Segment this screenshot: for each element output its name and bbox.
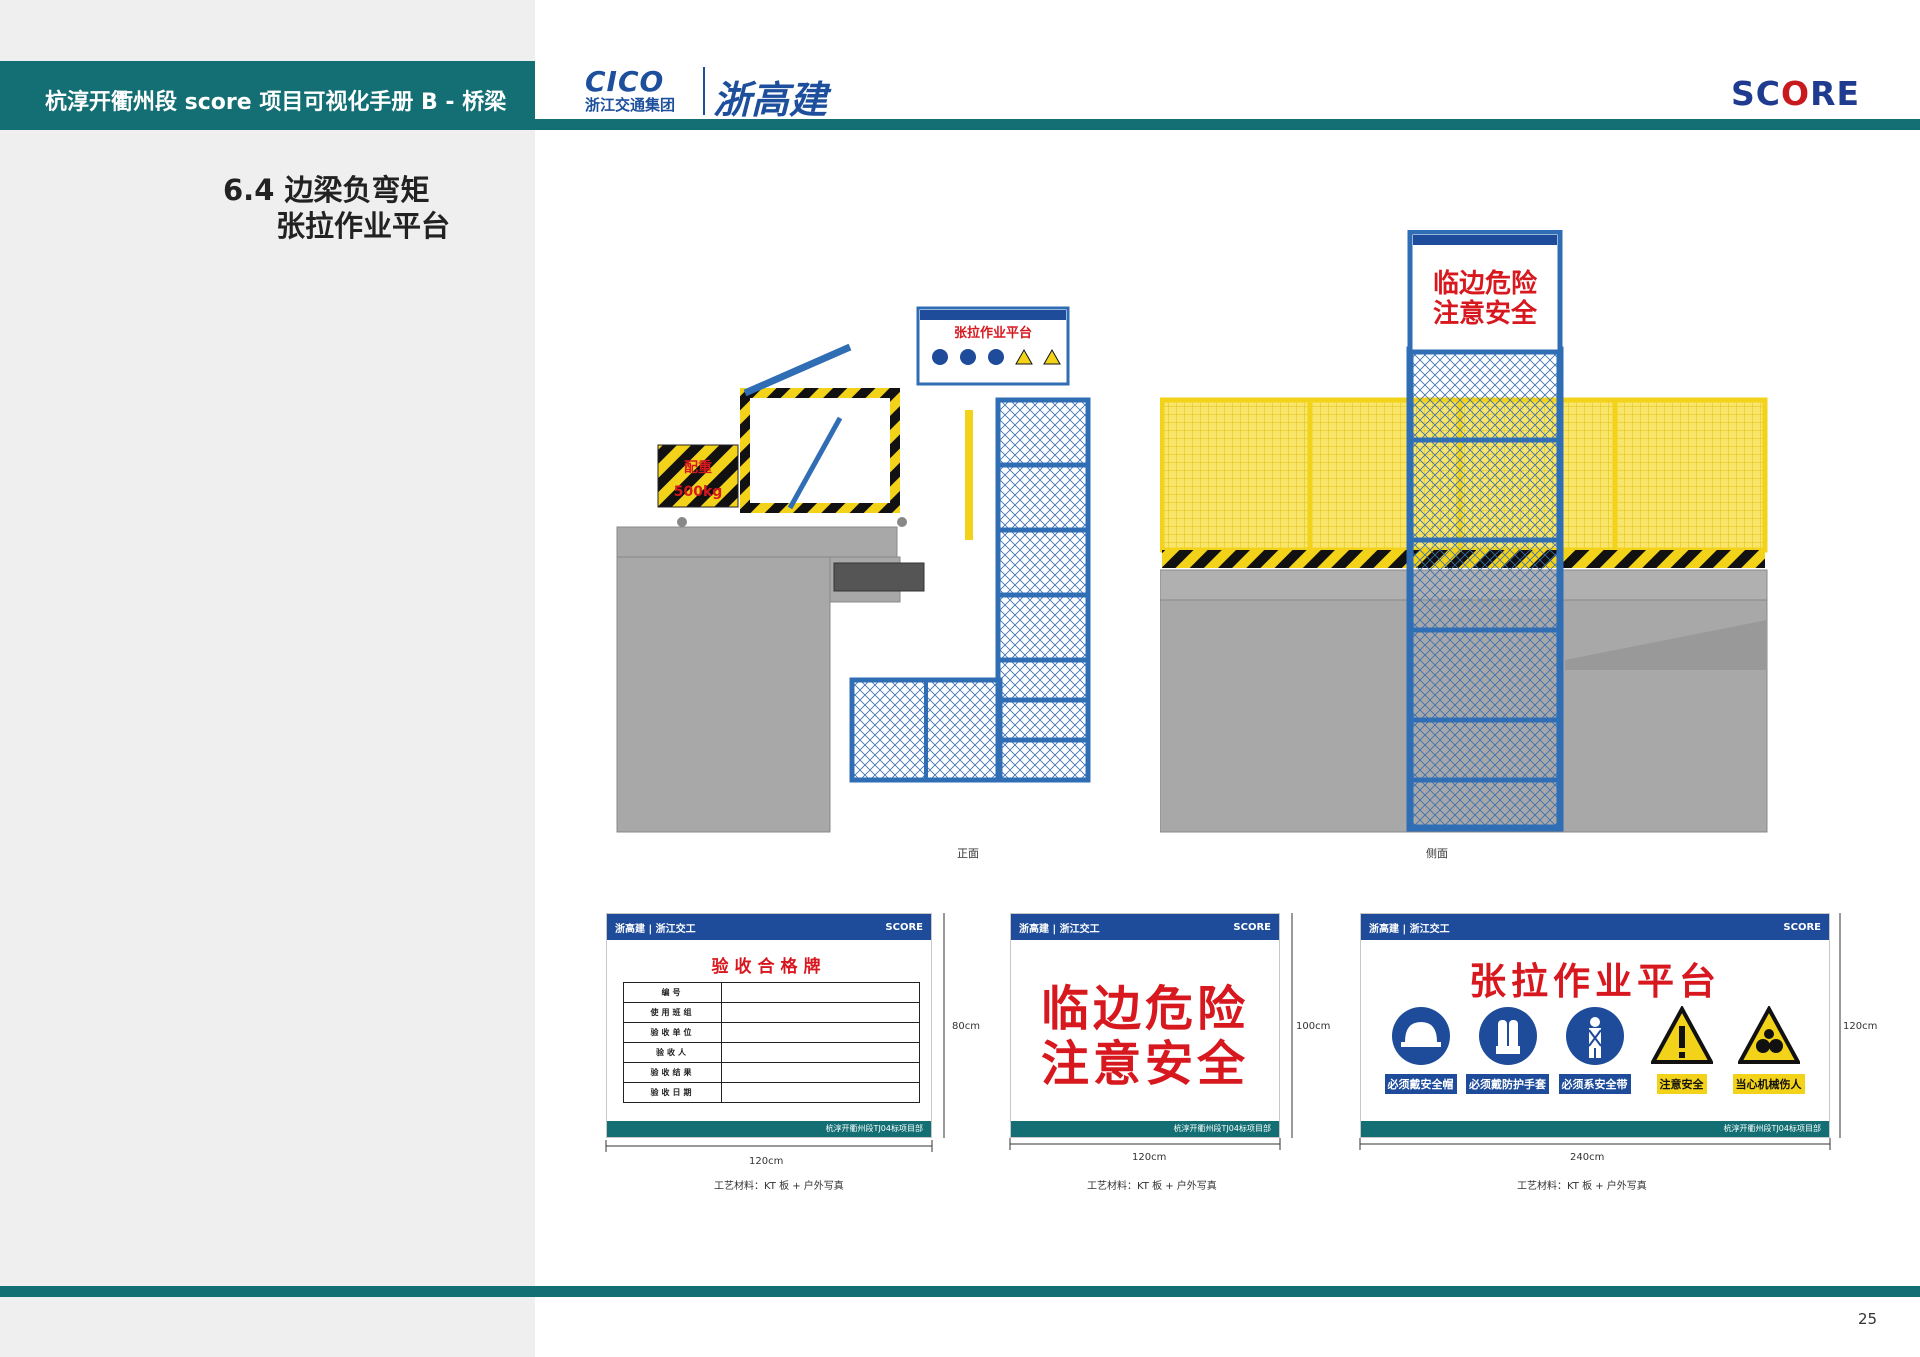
machine-warning-icon [1737,1006,1800,1064]
table-row: 验收单位 [623,1022,920,1043]
danger-width: 120cm [1132,1152,1167,1163]
small-sign-title: 张拉作业平台 [954,325,1032,341]
caster-wheel-right [897,517,907,527]
page-number: 25 [1858,1310,1878,1328]
sign-header: 浙高建 | 浙江交工 SCORE [1361,914,1829,940]
sign-footer: 杭淳开衢州段TJ04标项目部 [1011,1121,1279,1137]
acceptance-title: 验收合格牌 [711,957,827,977]
gloves-label: 必须戴防护手套 [1466,1074,1549,1094]
helmet-icon [1391,1007,1450,1065]
cico-logo-subtext: 浙江交通集团 [585,96,676,114]
score-logo: SCORE [1731,74,1861,113]
gloves-icon [1478,1007,1537,1065]
machine-item: 当心机械伤人 [1725,1006,1812,1094]
sign-footer: 杭淳开衢州段TJ04标项目部 [1361,1121,1829,1137]
side-view-drawing: 临边危险 注意安全 [1160,230,1768,833]
exclamation-label: 注意安全 [1656,1074,1707,1094]
harness-label: 必须系安全带 [1558,1074,1631,1094]
section-title-line2: 张拉作业平台 [276,209,451,243]
cico-logo: CICO 浙江交通集团 [585,68,695,118]
machine-label: 当心机械伤人 [1732,1074,1805,1094]
danger-sign: 浙高建 | 浙江交工 SCORE 临边危险 注意安全 杭淳开衢州段TJ04标项目… [1010,913,1280,1138]
section-title: 6.4 边梁负弯矩 张拉作业平台 [223,172,450,244]
platform-material: 工艺材料：KT 板 + 户外写真 [1517,1181,1647,1192]
gloves-item: 必须戴防护手套 [1464,1006,1551,1094]
caster-wheel-left [677,517,687,527]
side-view-caption: 侧面 [1426,847,1448,860]
platform-title: 张拉作业平台 [1469,960,1721,1003]
table-row: 验收日期 [623,1082,920,1103]
danger-line1: 临边危险 [1040,981,1249,1037]
manual-title: 杭淳开衢州段 score 项目可视化手册 B - 桥梁 [45,90,507,115]
sign-header-brand: 浙高建 | 浙江交工 [615,923,696,935]
exclamation-warning-icon [1650,1006,1713,1064]
acceptance-width: 120cm [749,1156,784,1167]
sign-header: 浙高建 | 浙江交工 SCORE [607,914,931,940]
safety-icons-row: 必须戴安全帽 必须戴防护手套 必须系安全带 注意安全 当心机械伤人 [1377,1006,1812,1094]
platform-width: 240cm [1570,1152,1605,1163]
section-title-line1: 6.4 边梁负弯矩 [223,173,430,207]
acceptance-table: 编号 使用班组 验收单位 验收人 验收结果 验收日期 [623,982,920,1103]
platform-height: 120cm [1843,1021,1878,1032]
counterweight-label-1: 配重 [684,459,712,476]
logo-divider [703,67,705,115]
cico-logo-text: CICO [585,65,665,98]
harness-icon [1565,1007,1624,1065]
danger-line2: 注意安全 [1040,1036,1249,1092]
sign-header-score: SCORE [1783,921,1821,933]
side-sign-line1: 临边危险 [1433,268,1538,299]
sign-header-brand: 浙高建 | 浙江交工 [1019,923,1100,935]
sign-header-brand: 浙高建 | 浙江交工 [1369,923,1450,935]
sign-header-score: SCORE [1233,921,1271,933]
front-view-caption: 正面 [957,847,979,860]
zgj-logo: 浙高建 [713,77,828,122]
danger-height: 100cm [1296,1021,1331,1032]
sign-footer: 杭淳开衢州段TJ04标项目部 [607,1121,931,1137]
helmet-label: 必须戴安全帽 [1384,1074,1457,1094]
left-panel [0,0,535,1357]
table-row: 验收人 [623,1042,920,1063]
sign-header-score: SCORE [885,921,923,933]
side-sign-line2: 注意安全 [1433,298,1538,329]
danger-material: 工艺材料：KT 板 + 户外写真 [1087,1181,1217,1192]
harness-item: 必须系安全带 [1551,1006,1638,1094]
bottom-divider [0,1286,1920,1297]
acceptance-sign: 浙高建 | 浙江交工 SCORE 验收合格牌 编号 使用班组 验收单位 验收人 … [606,913,932,1138]
table-row-value [721,1082,920,1103]
front-view-drawing: 配重 500kg 张拉作业平台 [616,306,1091,833]
platform-sign: 浙高建 | 浙江交工 SCORE 张拉作业平台 必须戴安全帽 必须戴防护手套 必… [1360,913,1830,1138]
acceptance-material: 工艺材料：KT 板 + 户外写真 [714,1181,844,1192]
acceptance-height: 80cm [952,1021,980,1032]
counterweight-label-2: 500kg [674,484,723,500]
header-band [0,61,535,130]
helmet-item: 必须戴安全帽 [1377,1006,1464,1094]
sign-header: 浙高建 | 浙江交工 SCORE [1011,914,1279,940]
top-divider [535,119,1920,130]
exclamation-item: 注意安全 [1638,1006,1725,1094]
